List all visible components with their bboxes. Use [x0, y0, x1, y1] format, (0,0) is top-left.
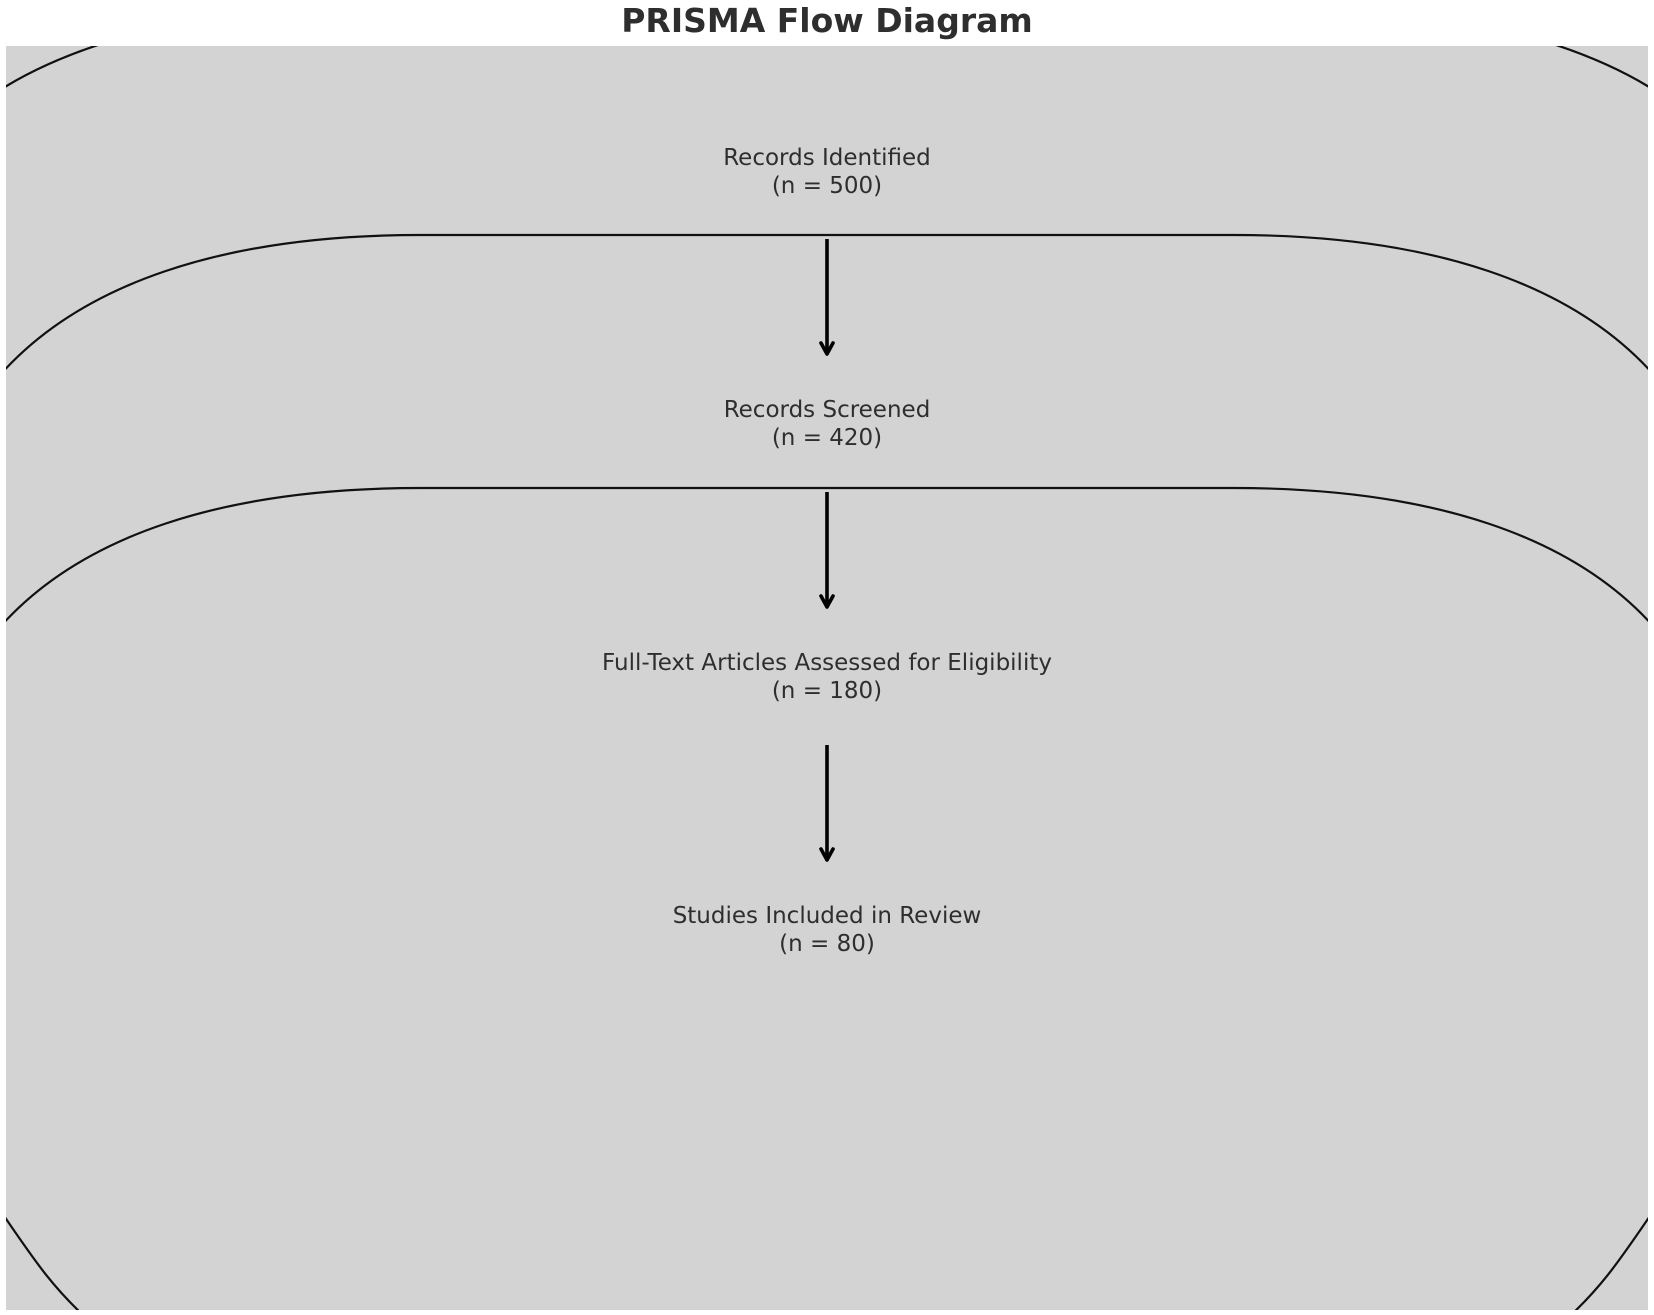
stage-count-records-screened: (n = 420) [772, 425, 882, 451]
stage-label-full-text-assessed: Full-Text Articles Assessed for Eligibil… [602, 650, 1052, 676]
stage-count-full-text-assessed: (n = 180) [772, 678, 882, 704]
stage-count-studies-included: (n = 80) [779, 931, 875, 957]
stage-count-records-identified: (n = 500) [772, 173, 882, 199]
right-margin [1648, 0, 1654, 1315]
diagram-title: PRISMA Flow Diagram [621, 1, 1033, 40]
flow-arrow-3 [819, 745, 835, 862]
top-margin [0, 0, 1654, 46]
flow-arrow-2 [819, 492, 835, 609]
bottom-margin [0, 1310, 1654, 1315]
flow-arrow-1 [819, 239, 835, 356]
stage-label-studies-included: Studies Included in Review [673, 903, 982, 929]
stage-label-records-screened: Records Screened [724, 397, 931, 423]
left-margin [0, 0, 6, 1315]
stage-label-records-identified: Records Identified [723, 145, 931, 171]
stage-box-full-text-assessed [6, 486, 1648, 1310]
